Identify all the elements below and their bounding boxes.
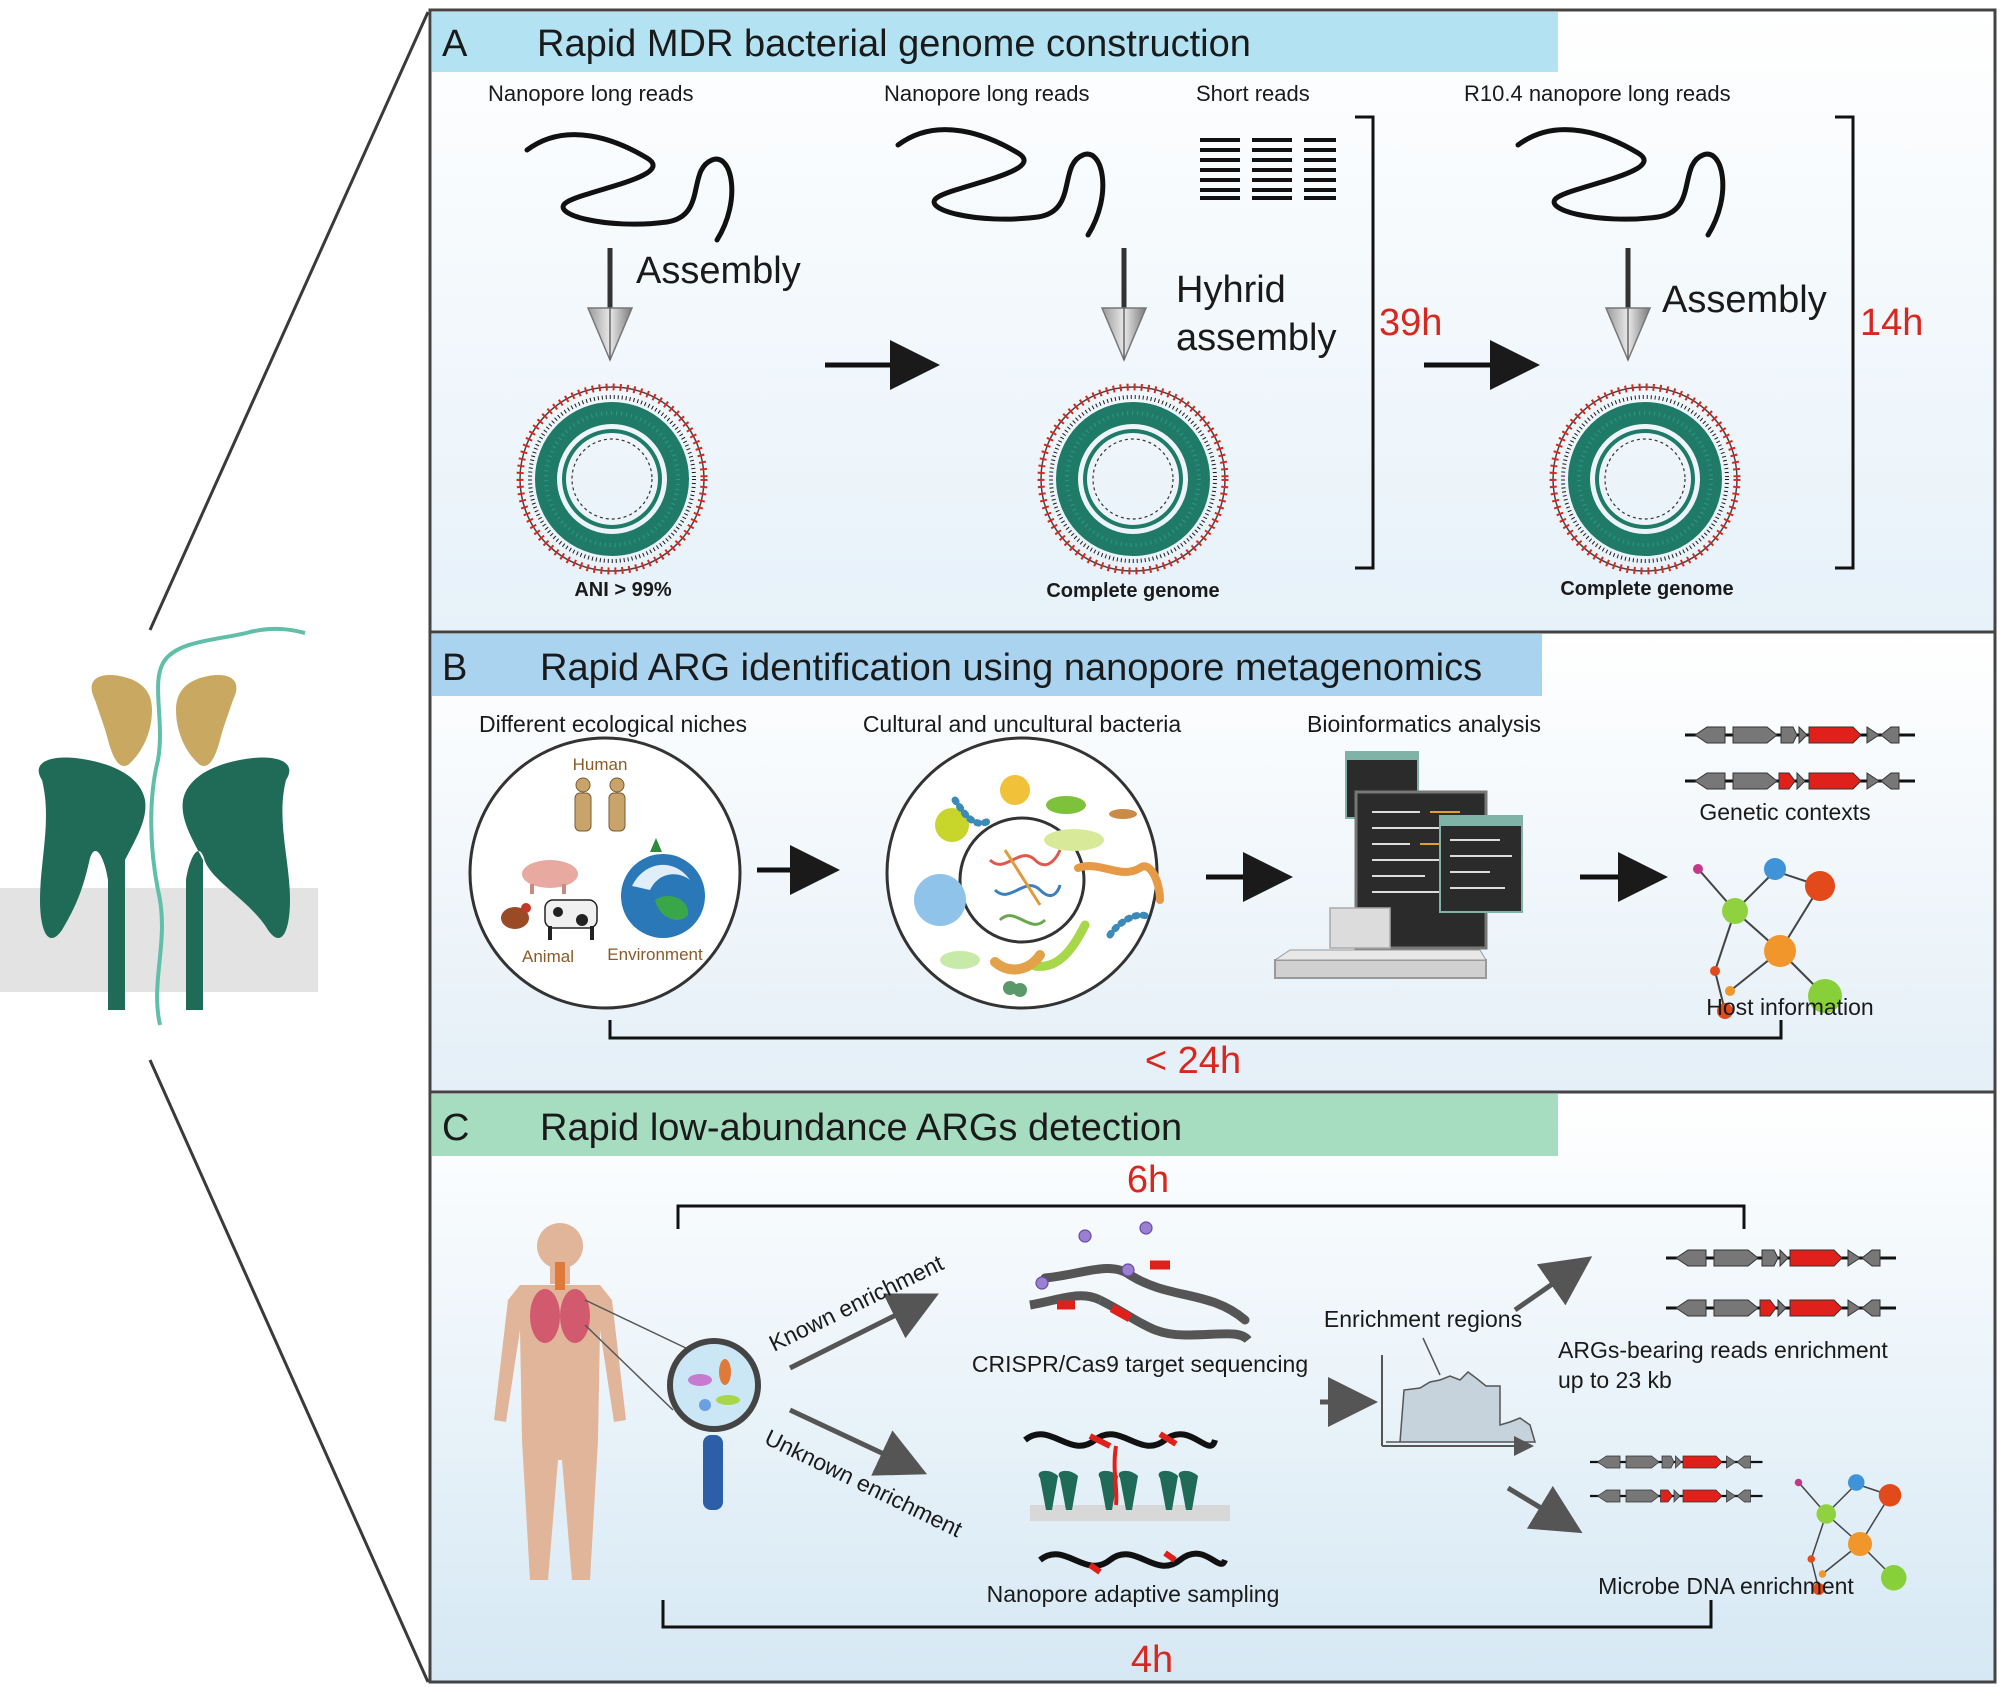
short-reads-label: Short reads	[1196, 81, 1310, 106]
niches-circle: Human A	[468, 736, 742, 1010]
panel-a-letter: A	[442, 23, 468, 65]
genome-caption-2: Complete genome	[1046, 580, 1219, 602]
reads-label-2: Nanopore long reads	[884, 81, 1089, 106]
time-39h: 39h	[1379, 302, 1442, 344]
args-label-2: up to 23 kb	[1558, 1367, 1672, 1393]
to-args-arrow	[1513, 1256, 1593, 1313]
panel-c-letter: C	[442, 1107, 469, 1149]
step-label-niches: Different ecological niches	[479, 711, 747, 737]
hybrid-label-1: Hyhrid	[1176, 269, 1286, 311]
bracket-39h	[1355, 115, 1375, 570]
panel-c-header	[432, 1094, 1558, 1156]
panel-a-frame	[428, 8, 1997, 634]
bracket-4h	[661, 1600, 1713, 1629]
niche-human-label: Human	[573, 755, 628, 774]
panel-b-title: Rapid ARG identification using nanopore …	[540, 647, 1482, 689]
zoom-line-top	[148, 11, 430, 631]
short-reads-icon	[1200, 138, 1336, 200]
genome-caption-1: ANI > 99%	[574, 579, 671, 601]
pig-icon	[522, 860, 578, 894]
assembly-label-3: Assembly	[1662, 279, 1827, 321]
time-4h: 4h	[1131, 1639, 1173, 1681]
host-info-label: Host information	[1706, 994, 1873, 1020]
hybrid-label-2: assembly	[1176, 317, 1337, 359]
assembly-label-1: Assembly	[636, 250, 801, 292]
genetic-contexts-label: Genetic contexts	[1699, 799, 1870, 825]
dna-strand	[149, 626, 306, 1026]
args-label-1: ARGs-bearing reads enrichment	[1558, 1337, 1888, 1363]
panel-b: B Rapid ARG identification using nanopor…	[428, 630, 1997, 1094]
step-label-bioinfo: Bioinformatics analysis	[1307, 711, 1541, 737]
crispr-reads-icon	[1029, 1221, 1252, 1344]
panel-c-title: Rapid low-abundance ARGs detection	[540, 1107, 1182, 1149]
time-24h: < 24h	[1145, 1040, 1241, 1082]
human-figures-icon	[574, 777, 626, 832]
panel-b-letter: B	[442, 647, 467, 689]
adaptive-label: Nanopore adaptive sampling	[987, 1581, 1280, 1607]
receptor-body-left	[38, 757, 146, 1010]
panel-a-title: Rapid MDR bacterial genome construction	[537, 23, 1251, 65]
unknown-arrow	[788, 1407, 928, 1476]
panel-c: C Rapid low-abundance ARGs detection 6h …	[428, 1090, 1997, 1684]
crispr-label: CRISPR/Cas9 target sequencing	[972, 1351, 1308, 1377]
niche-env-label: Environment	[607, 945, 703, 964]
coverage-plot	[1381, 1355, 1537, 1456]
step-label-bacteria: Cultural and uncultural bacteria	[863, 711, 1182, 737]
known-arrow	[788, 1293, 939, 1371]
enrichment-regions-label: Enrichment regions	[1324, 1306, 1522, 1332]
receptor-cap-left	[91, 675, 152, 766]
earth-wave-icon	[621, 838, 705, 938]
enrichment-pointer	[1422, 1337, 1441, 1376]
zoom-line-c2	[584, 1324, 674, 1411]
time-6h: 6h	[1127, 1159, 1169, 1201]
microbe-label: Microbe DNA enrichment	[1598, 1573, 1854, 1599]
cow-icon	[544, 899, 598, 940]
bracket-24h	[608, 1020, 1783, 1040]
reads-label-1: Nanopore long reads	[488, 81, 693, 106]
bacteria-circle	[885, 736, 1164, 1010]
bracket-14h	[1835, 115, 1855, 570]
panel-b-header	[432, 634, 1542, 696]
bracket-6h	[676, 1204, 1746, 1229]
left-illustration	[0, 626, 318, 1026]
magnifier-icon	[667, 1338, 761, 1510]
genome-caption-3: Complete genome	[1560, 578, 1733, 600]
human-body-icon	[494, 1223, 626, 1580]
chicken-icon	[501, 903, 531, 929]
reads-label-3: R10.4 nanopore long reads	[1464, 81, 1731, 106]
time-14h: 14h	[1860, 302, 1923, 344]
laptop-icon	[1273, 751, 1523, 979]
receptor-body-right	[182, 757, 290, 1010]
panel-a-header	[432, 12, 1558, 72]
adaptive-sampling-icon	[1023, 1431, 1230, 1575]
receptor-cap-right	[176, 675, 237, 766]
to-microbe-arrow	[1506, 1485, 1583, 1534]
niche-animal-label: Animal	[522, 947, 574, 966]
zoom-line-bottom	[148, 1059, 430, 1683]
zoom-line-c1	[584, 1299, 691, 1351]
panel-a: A Rapid MDR bacterial genome constructio…	[428, 8, 1997, 634]
